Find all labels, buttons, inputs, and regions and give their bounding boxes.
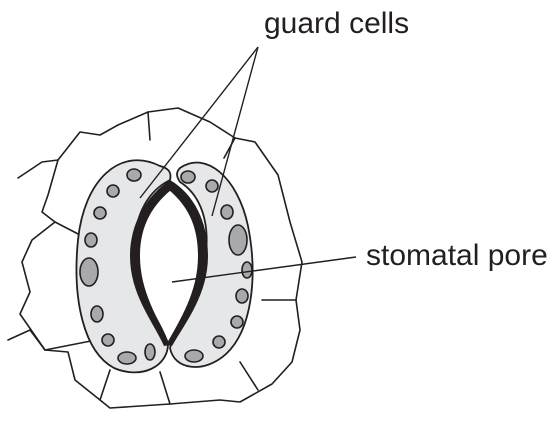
epidermal-cell-wall-left-lower (45, 340, 96, 350)
chloroplast (221, 205, 233, 219)
chloroplast (118, 352, 136, 364)
epidermal-cell-wall-bottom-right (240, 362, 258, 390)
chloroplast (231, 316, 243, 328)
chloroplast (127, 169, 141, 181)
chloroplast (229, 225, 247, 255)
epidermal-cell-wall-bottom-mid (160, 372, 170, 404)
chloroplast (91, 306, 103, 322)
epidermal-cell-wall-bottom-left (100, 370, 110, 400)
chloroplast (242, 262, 252, 278)
label-guard-cells: guard cells (264, 7, 409, 40)
epidermal-cell-wall-far-left (8, 330, 45, 350)
chloroplast (213, 336, 225, 348)
epidermal-cell-wall-top (148, 112, 150, 140)
chloroplast (102, 334, 114, 346)
chloroplast (107, 185, 119, 197)
chloroplast (145, 344, 155, 360)
chloroplast (185, 350, 203, 362)
chloroplast (181, 171, 195, 183)
epidermal-cell-wall-left-upper (18, 160, 58, 178)
chloroplast (85, 233, 97, 247)
chloroplast (236, 289, 248, 303)
chloroplast (80, 258, 98, 286)
epidermal-cell-wall-top-right (224, 138, 235, 158)
label-stomatal-pore: stomatal pore (366, 239, 548, 272)
chloroplast (206, 180, 218, 192)
chloroplast (94, 207, 106, 219)
